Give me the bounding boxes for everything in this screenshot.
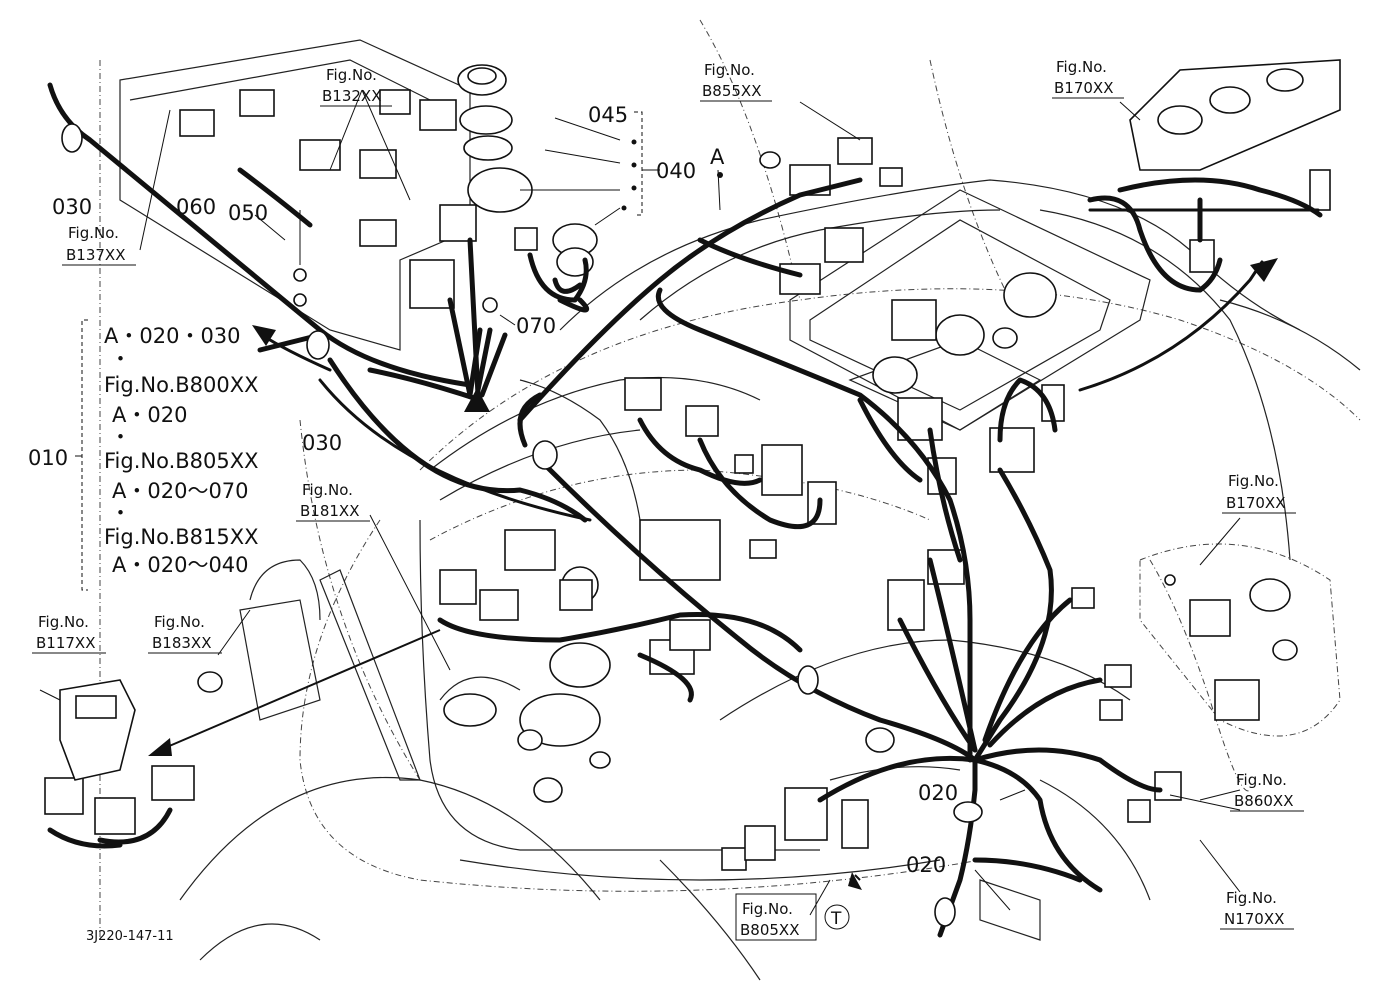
figure-reference-b855: Fig.No. B855XX (700, 61, 772, 102)
leader-lines (39, 89, 1241, 916)
figure-reference-b132: Fig.No. B132XX (320, 66, 392, 107)
fig-label-b170-top: Fig.No. (1056, 58, 1107, 76)
arrow-head-upright (1250, 258, 1278, 282)
point-a-label: A (710, 145, 725, 169)
part-020-b: 020 (906, 853, 946, 877)
drawing-code: 3J220-147-11 (86, 929, 174, 944)
part-070: 070 (516, 314, 556, 338)
fig-label-n170: Fig.No. (1226, 889, 1277, 907)
figure-reference-b170-right: Fig.No. B170XX (1222, 472, 1296, 514)
harness-clamps (61, 123, 983, 927)
figure-reference-b183: Fig.No. B183XX (148, 613, 222, 654)
wire-harness (47, 82, 1323, 938)
fig-code-b132: B132XX (322, 87, 381, 105)
assembly-line-6: Fig.No.B815XX (104, 525, 259, 549)
figure-reference-b860: Fig.No. B860XX (1230, 771, 1304, 812)
fig-label-b805: Fig.No. (742, 900, 793, 918)
fig-code-b860: B860XX (1234, 792, 1293, 810)
console-outline (179, 179, 1361, 981)
fig-code-b181: B181XX (300, 502, 359, 520)
console-gauges (759, 151, 1057, 394)
arrow-head-b117 (148, 738, 172, 756)
fig-code-b117: B117XX (36, 634, 95, 652)
part-number-labels: 045 040 A 030 060 050 070 030 010 020 02… (28, 103, 958, 930)
part-040: 040 (656, 159, 696, 183)
part-020-a: 020 (918, 781, 958, 805)
assembly-box: A・020・030 ・ Fig.No.B800XX A・020 ・ Fig.No… (104, 324, 259, 577)
fig-code-n170: N170XX (1224, 910, 1284, 928)
switch-panel (1129, 59, 1341, 273)
harness-connectors (44, 137, 1182, 871)
assembly-line-5: A・020～070 (112, 479, 249, 503)
figure-reference-b805: Fig.No. B805XX (735, 893, 817, 941)
arrow-head-up (464, 388, 490, 412)
assembly-line-4: Fig.No.B805XX (104, 449, 259, 473)
assembly-dot-3: ・ (110, 501, 131, 525)
terminal-t-label: T (830, 909, 842, 929)
direction-arrows (148, 208, 1320, 890)
arrow-head-t (848, 872, 862, 890)
fig-code-b170-right: B170XX (1226, 494, 1285, 512)
part-050: 050 (228, 201, 268, 225)
right-panel (1164, 574, 1298, 721)
part-060: 060 (176, 195, 216, 219)
socket-assembly (457, 64, 598, 277)
figure-reference-b137: Fig.No. B137XX (62, 224, 136, 266)
fig-label-b117: Fig.No. (38, 613, 89, 631)
assembly-line-3: A・020 (112, 403, 187, 427)
fig-code-b855: B855XX (702, 82, 761, 100)
assembly-dot-1: ・ (110, 347, 131, 371)
assembly-dot-2: ・ (110, 425, 131, 449)
fig-label-b183: Fig.No. (154, 613, 205, 631)
part-045: 045 (588, 103, 628, 127)
arrow-head-left (252, 325, 276, 346)
assembly-line-2: Fig.No.B800XX (104, 373, 259, 397)
fig-label-b860: Fig.No. (1236, 771, 1287, 789)
figure-reference-b170-top: Fig.No. B170XX (1052, 58, 1124, 99)
assembly-line-1: A・020・030 (104, 324, 241, 348)
fig-code-b170-top: B170XX (1054, 79, 1113, 97)
part-030-mid: 030 (302, 431, 342, 455)
fig-label-b855: Fig.No. (704, 61, 755, 79)
fig-code-b805: B805XX (740, 921, 799, 939)
fig-label-b181: Fig.No. (302, 481, 353, 499)
figure-reference-b181: Fig.No. B181XX (296, 481, 370, 522)
relay-board (119, 39, 498, 351)
fig-label-b170-right: Fig.No. (1228, 472, 1279, 490)
part-030-top: 030 (52, 195, 92, 219)
body-outline (99, 19, 1361, 940)
fig-label-b132: Fig.No. (326, 66, 377, 84)
figure-reference-b117: Fig.No. B117XX (32, 613, 106, 654)
control-lever-area (197, 519, 895, 803)
assembly-line-7: A・020～040 (112, 553, 249, 577)
fig-code-b137: B137XX (66, 246, 125, 264)
part-010: 010 (28, 446, 68, 470)
fig-label-b137: Fig.No. (68, 224, 119, 242)
fig-code-b183: B183XX (152, 634, 211, 652)
figure-reference-n170: Fig.No. N170XX (1220, 889, 1294, 930)
